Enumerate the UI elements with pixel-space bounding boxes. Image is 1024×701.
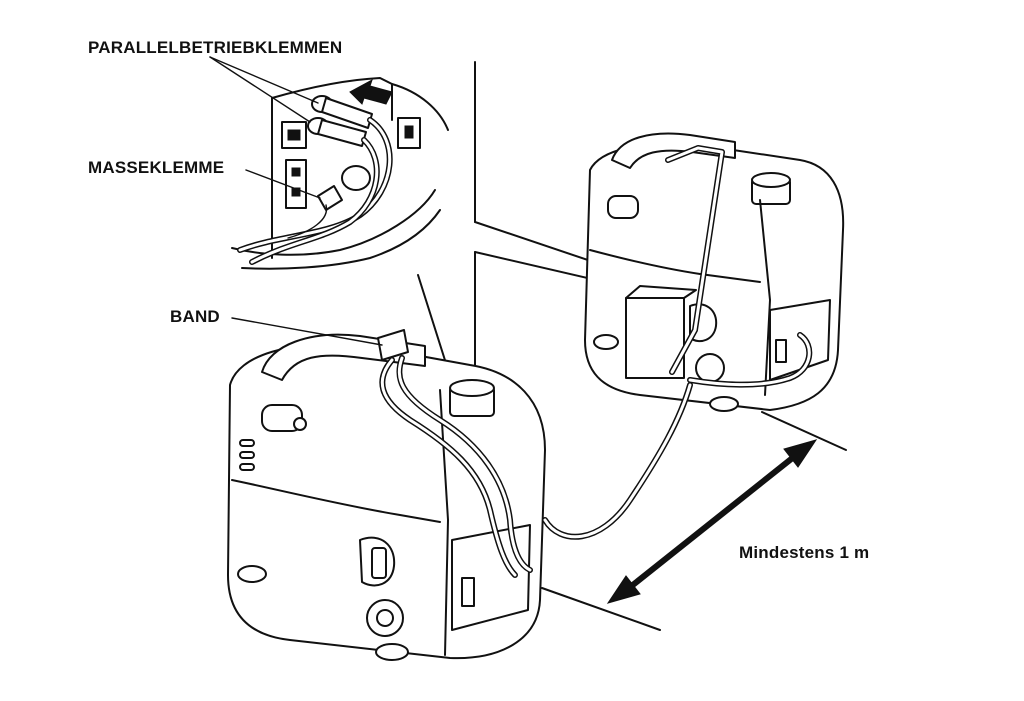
inset-ground-wire [287,204,328,239]
front-generator-panel [451,524,531,631]
rear-generator-slot [607,195,639,219]
inset-ground-clip [317,185,343,211]
distance-ref-line-front [541,587,661,631]
rear-generator-side-edge [759,199,771,396]
distance-double-arrow-icon [606,439,818,604]
min-distance-label: Mindestens 1 m [739,543,870,562]
front-generator-band [377,329,409,361]
rear-generator-seam [589,249,761,283]
detail-inset [209,56,761,456]
front-generator [227,317,546,661]
inset-terminal-hole-2 [291,187,301,197]
inset-base-curve-2 [241,209,441,270]
rear-generator-panel [769,299,831,381]
inset-plug-2-body [317,119,367,147]
leader-band [231,317,383,346]
distance-ref-line-rear [761,411,847,451]
front-generator-foot [375,643,409,661]
rear-generator-handle [611,132,736,169]
inset-socket-round [341,165,371,191]
inset-body-edge [391,83,449,131]
rear-generator-knob [695,353,725,383]
parallel-terminals-label: PARALLELBETRIEBKLEMMEN [88,38,343,57]
insertion-direction-arrow-icon [349,78,393,105]
inset-base-curve [231,189,436,256]
inset-terminal-block [285,159,307,209]
rear-generator-foot [709,396,739,412]
front-generator-seam [231,479,441,523]
band-label: BAND [170,307,220,326]
leader-parallel-1 [209,56,319,104]
leader-masse [245,169,321,199]
inset-socket-slot [404,125,414,139]
inset-outlet-hole [287,129,301,141]
ground-terminal-label: MASSEKLEMME [88,158,225,177]
inset-terminal-hole-1 [291,167,301,177]
rear-generator [584,132,845,412]
inset-panel-top [271,77,393,121]
front-generator-side-edge [439,389,449,656]
leader-parallel-2 [209,56,311,123]
inset-outlet [281,121,307,149]
inset-plug-1-body [321,97,373,129]
